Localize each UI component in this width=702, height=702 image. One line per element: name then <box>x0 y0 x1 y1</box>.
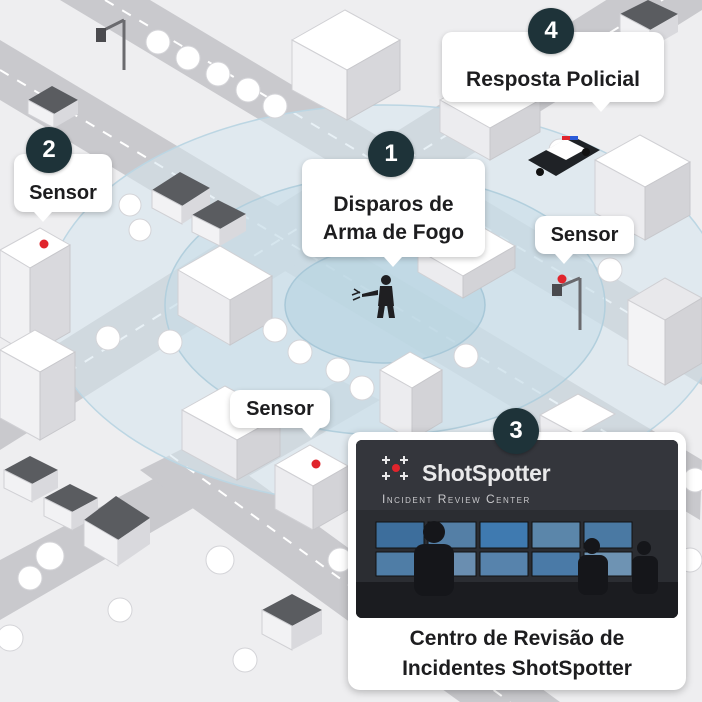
building-top-center <box>290 9 402 121</box>
building-middle-block <box>176 245 274 346</box>
sensor-light-right <box>557 274 567 284</box>
houses <box>3 0 678 651</box>
sensor-light-center <box>311 459 321 469</box>
badge-step-1: 1 <box>368 131 414 177</box>
shooter-figure <box>362 275 395 318</box>
building-left-lower <box>0 329 77 441</box>
sensor-lights <box>39 239 567 469</box>
badge-step-3: 3 <box>493 408 539 454</box>
callout-sensor-right: Sensor <box>535 216 634 264</box>
sensor-left-label: Sensor <box>29 182 97 204</box>
review-line-2: Incidentes ShotSpotter <box>402 657 632 680</box>
callout-tail <box>555 254 573 264</box>
house-6 <box>83 496 150 567</box>
callout-tail <box>302 428 320 438</box>
review-line-1: Centro de Revisão de <box>409 627 625 650</box>
gunfire-line-2: Arma de Fogo <box>322 221 465 244</box>
sensor-right-label: Sensor <box>550 224 619 246</box>
house-3 <box>27 86 78 129</box>
photo-brand: ShotSpotter <box>422 460 551 486</box>
traffic-pole-right <box>552 276 582 330</box>
photo-subtitle: Incident Review Center <box>382 492 531 506</box>
building-lower-sensor <box>273 444 350 531</box>
house-7 <box>261 594 322 651</box>
building-bank <box>626 277 702 386</box>
badge-step-2: 2 <box>26 127 72 173</box>
callout-tail <box>34 212 52 222</box>
building-left-sensor <box>0 227 72 356</box>
review-center-caption: Centro de Revisão de Incidentes ShotSpot… <box>348 624 686 684</box>
trees <box>0 29 702 673</box>
building-center-lower <box>379 351 443 441</box>
house-4 <box>3 456 58 503</box>
house-2 <box>191 200 246 247</box>
house-1 <box>151 172 210 225</box>
sensor-center-label: Sensor <box>246 398 314 420</box>
review-center-photo: ShotSpotter Incident Review Center <box>356 440 678 618</box>
review-center-panel: ShotSpotter Incident Review Center Centr… <box>348 432 686 690</box>
operators <box>414 521 658 596</box>
police-label: Resposta Policial <box>466 68 640 91</box>
muzzle-flash-icon <box>351 288 361 301</box>
sensor-light-left <box>39 239 49 249</box>
traffic-light-top-left <box>96 18 126 70</box>
callout-tail <box>384 257 402 267</box>
desk <box>356 582 678 618</box>
callout-tail <box>592 102 610 112</box>
house-5 <box>43 484 98 531</box>
police-car <box>528 136 600 176</box>
gunfire-line-1: Disparos de <box>333 193 454 216</box>
shotspotter-logo-icon <box>382 456 408 480</box>
badge-step-4: 4 <box>528 8 574 54</box>
callout-sensor-center: Sensor <box>230 390 330 438</box>
